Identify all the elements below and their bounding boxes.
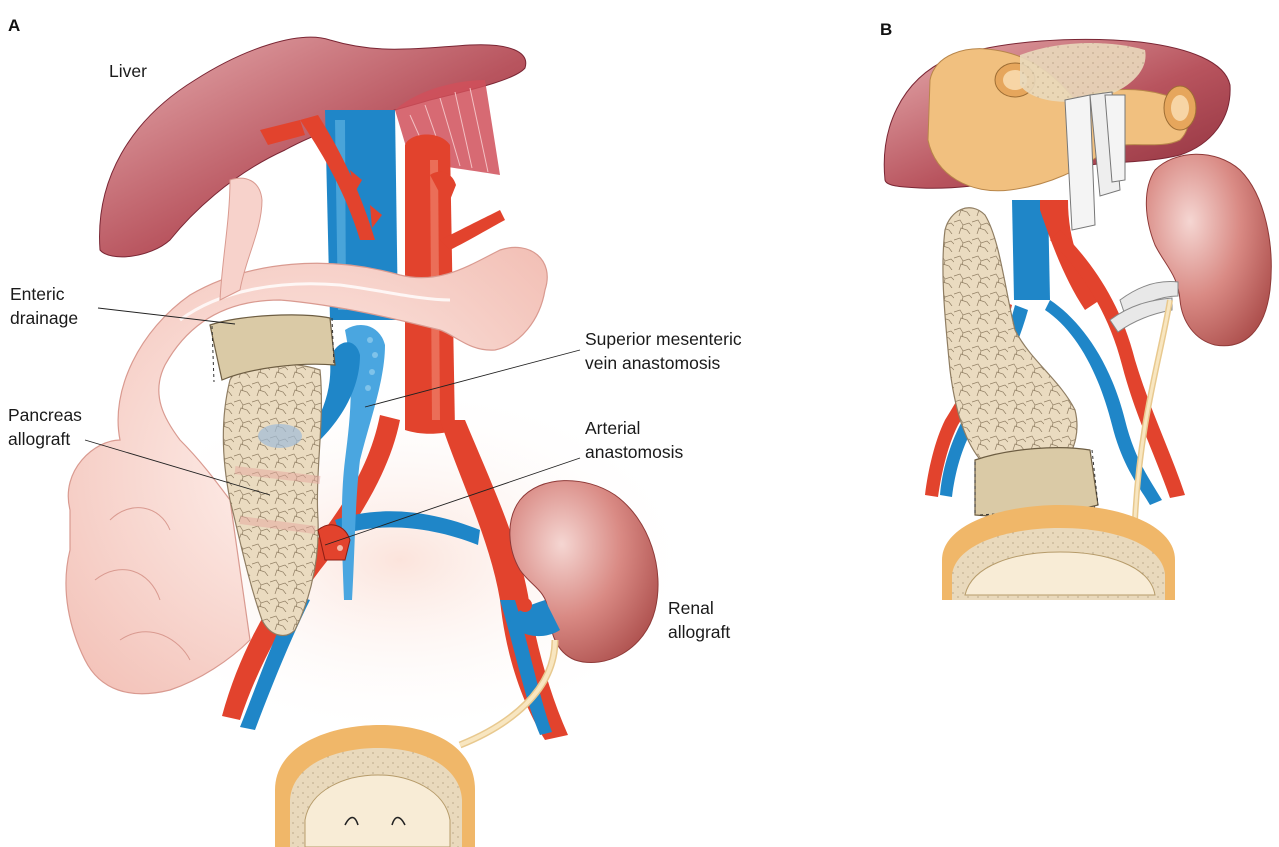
label-pancreas-allograft-line2: allograft	[8, 427, 82, 451]
label-arterial-anastomosis: Arterial anastomosis	[585, 416, 683, 464]
label-enteric-drainage-line1: Enteric	[10, 282, 78, 306]
label-smv-anastomosis-line1: Superior mesenteric	[585, 327, 742, 351]
label-renal-allograft: Renal allograft	[668, 596, 730, 644]
label-arterial-anastomosis-line1: Arterial	[585, 416, 683, 440]
label-enteric-drainage: Enteric drainage	[10, 282, 78, 330]
label-arterial-anastomosis-line2: anastomosis	[585, 440, 683, 464]
panel-b-letter: B	[880, 20, 892, 40]
label-renal-allograft-line1: Renal	[668, 596, 730, 620]
label-smv-anastomosis: Superior mesenteric vein anastomosis	[585, 327, 742, 375]
label-enteric-drainage-line2: drainage	[10, 306, 78, 330]
label-renal-allograft-line2: allograft	[668, 620, 730, 644]
label-pancreas-allograft: Pancreas allograft	[8, 403, 82, 451]
panel-b-illustration	[884, 39, 1271, 600]
label-liver: Liver	[109, 59, 147, 83]
label-smv-anastomosis-line2: vein anastomosis	[585, 351, 742, 375]
label-pancreas-allograft-line1: Pancreas	[8, 403, 82, 427]
panel-a-letter: A	[8, 16, 20, 36]
